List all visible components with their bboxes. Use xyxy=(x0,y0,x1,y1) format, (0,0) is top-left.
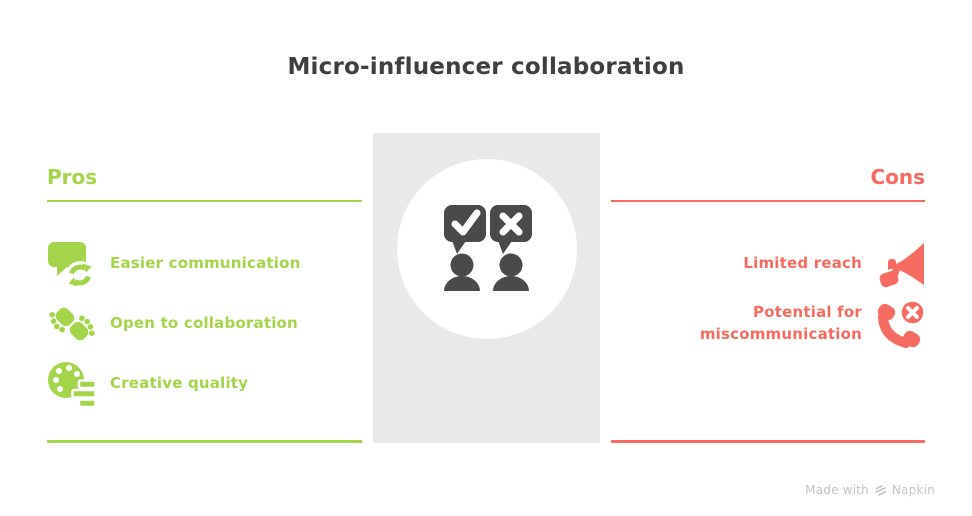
item-label: Open to collaboration xyxy=(110,314,298,333)
credit-brand: Napkin xyxy=(891,483,935,497)
cons-items: Limited reach Potential for miscommunica… xyxy=(611,239,925,349)
checkmark-glyph xyxy=(451,209,481,236)
two-people-dialog-icon xyxy=(373,133,600,443)
item-label: Limited reach xyxy=(743,254,862,273)
item-label: Creative quality xyxy=(110,374,249,393)
cons-header: Cons xyxy=(611,165,925,202)
phone-error-icon xyxy=(877,299,925,348)
list-item-potential-for-miscommunication: Potential for miscommunication xyxy=(611,299,925,349)
handshake-icon xyxy=(49,307,95,341)
center-illustration xyxy=(373,133,600,443)
item-label: Potential for miscommunication xyxy=(699,303,862,343)
speech-bubble-refresh-icon xyxy=(48,242,94,289)
item-label: Easier communication xyxy=(110,254,301,273)
cons-panel: Cons Limited reach Potential for miscomm… xyxy=(611,165,925,443)
credit: Made with Napkin xyxy=(805,483,935,497)
pros-panel: Pros Easier communication xyxy=(47,165,362,443)
page-title: Micro-influencer collaboration xyxy=(287,54,685,80)
pros-items: Easier communication xyxy=(47,239,362,409)
x-mark-glyph xyxy=(499,212,523,236)
pros-header: Pros xyxy=(47,165,362,202)
palette-list-icon xyxy=(48,362,97,409)
list-item-easier-communication: Easier communication xyxy=(47,239,362,289)
list-item-creative-quality: Creative quality xyxy=(47,359,362,409)
napkin-logo-icon xyxy=(875,484,887,496)
list-item-open-to-collaboration: Open to collaboration xyxy=(47,299,362,349)
megaphone-hand-icon xyxy=(877,243,924,289)
list-item-limited-reach: Limited reach xyxy=(611,239,925,289)
credit-prefix: Made with xyxy=(805,483,869,497)
